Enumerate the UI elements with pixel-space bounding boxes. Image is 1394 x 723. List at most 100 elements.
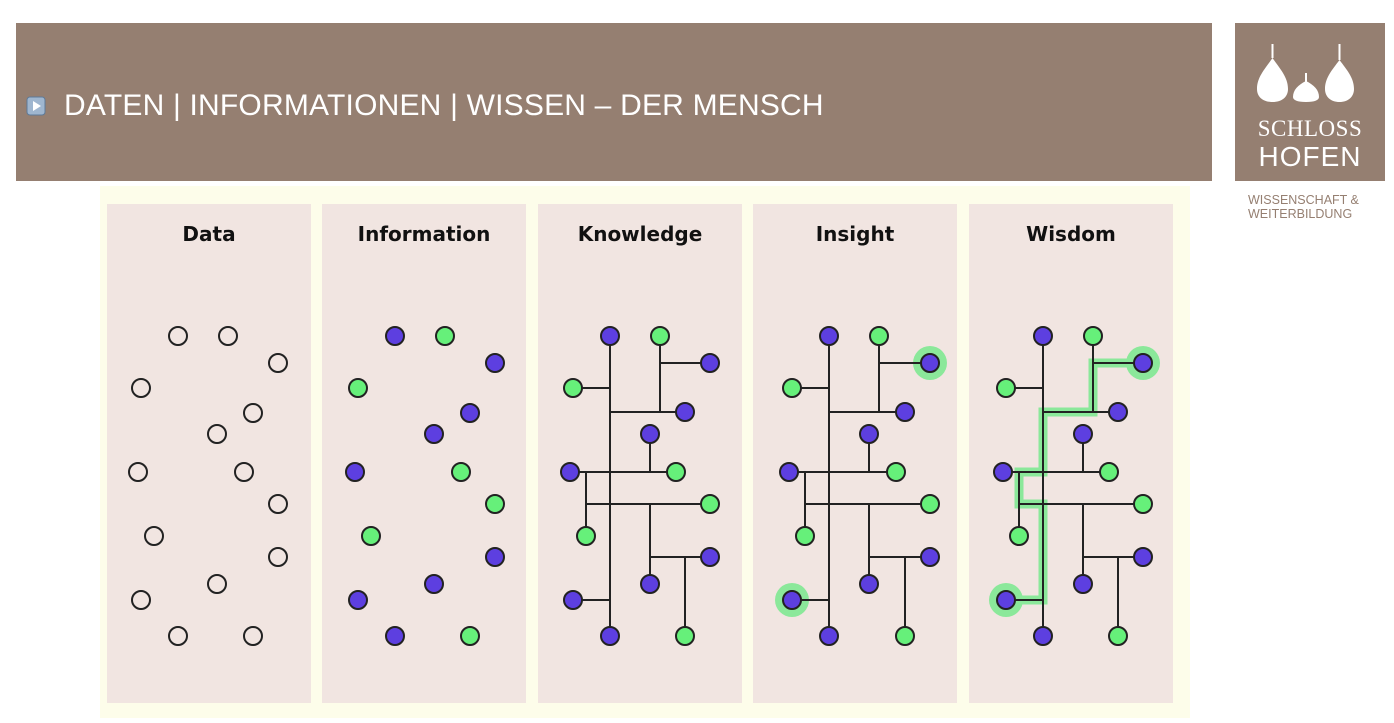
node-green: [795, 526, 815, 546]
panel-wisdom: Wisdom: [969, 204, 1173, 703]
node-green: [886, 462, 906, 482]
node-purple: [779, 462, 799, 482]
node-green: [1099, 462, 1119, 482]
node-purple: [1033, 626, 1053, 646]
node: [218, 326, 238, 346]
node-purple: [859, 424, 879, 444]
node-purple: [920, 547, 940, 567]
panel-title: Knowledge: [577, 222, 703, 246]
node-green: [348, 378, 368, 398]
node-purple: [675, 402, 695, 422]
node-purple: [1033, 326, 1053, 346]
node-purple: [996, 590, 1016, 610]
node-purple: [460, 403, 480, 423]
node-purple: [993, 462, 1013, 482]
node-green: [1133, 494, 1153, 514]
panel-information: Information: [322, 204, 526, 703]
node-green: [435, 326, 455, 346]
information-nodes: [345, 326, 505, 646]
node-green: [361, 526, 381, 546]
node: [268, 494, 288, 514]
node: [128, 462, 148, 482]
node-purple: [1133, 353, 1153, 373]
node-green: [700, 494, 720, 514]
logo-word-schloss: SCHLOSS: [1257, 116, 1363, 141]
node-green: [920, 494, 940, 514]
node: [207, 574, 227, 594]
panel-title: Insight: [815, 222, 895, 246]
panel-title: Information: [357, 222, 491, 246]
node: [144, 526, 164, 546]
node-green: [782, 378, 802, 398]
node-purple: [345, 462, 365, 482]
node-green: [451, 462, 471, 482]
node-purple: [424, 574, 444, 594]
wisdom-path: [1006, 358, 1143, 605]
node: [131, 590, 151, 610]
tagline-line-1: WISSENSCHAFT &: [1248, 193, 1359, 207]
panel-insight: Insight: [753, 204, 957, 703]
node-purple: [348, 590, 368, 610]
title-text: DATEN | INFORMATIONEN | WISSEN – DER MEN…: [64, 89, 824, 122]
node-green: [563, 378, 583, 398]
panel-data: Data: [107, 204, 311, 703]
node-purple: [700, 353, 720, 373]
logo-word-hofen: HOFEN: [1258, 141, 1362, 172]
node-green: [1083, 326, 1103, 346]
node-purple: [819, 626, 839, 646]
node-purple: [1133, 547, 1153, 567]
node-green: [895, 626, 915, 646]
node-purple: [1073, 574, 1093, 594]
node-purple: [385, 326, 405, 346]
node-purple: [640, 424, 660, 444]
panel-knowledge: Knowledge: [538, 204, 742, 703]
node-green: [485, 494, 505, 514]
play-bullet-icon: [26, 96, 46, 116]
node-purple: [600, 326, 620, 346]
node-purple: [895, 402, 915, 422]
node-green: [650, 326, 670, 346]
node: [268, 353, 288, 373]
node-green: [576, 526, 596, 546]
panel-title: Data: [182, 222, 236, 246]
node-purple: [485, 353, 505, 373]
data-nodes: [128, 326, 288, 646]
node-green: [460, 626, 480, 646]
panel-title: Wisdom: [1026, 222, 1116, 246]
node: [268, 547, 288, 567]
node: [234, 462, 254, 482]
logo-tagline: WISSENSCHAFT & WEITERBILDUNG: [1248, 193, 1359, 221]
header-bar: [16, 23, 1212, 181]
node-green: [869, 326, 889, 346]
tagline-line-2: WEITERBILDUNG: [1248, 207, 1353, 221]
node-purple: [1108, 402, 1128, 422]
node: [243, 403, 263, 423]
node-purple: [563, 590, 583, 610]
node-purple: [560, 462, 580, 482]
knowledge-graph: [560, 326, 720, 646]
castle-towers-icon: [1257, 44, 1354, 102]
node-purple: [600, 626, 620, 646]
node: [207, 424, 227, 444]
node-purple: [819, 326, 839, 346]
node-purple: [700, 547, 720, 567]
node-purple: [485, 547, 505, 567]
node: [168, 626, 188, 646]
node-green: [675, 626, 695, 646]
node-purple: [1073, 424, 1093, 444]
node-purple: [640, 574, 660, 594]
node-green: [666, 462, 686, 482]
logo: SCHLOSS HOFEN: [1235, 23, 1385, 181]
insight-graph: [775, 326, 947, 646]
node: [168, 326, 188, 346]
node-purple: [920, 353, 940, 373]
node-green: [996, 378, 1016, 398]
slide-title: DATEN | INFORMATIONEN | WISSEN – DER MEN…: [26, 88, 824, 124]
node-purple: [782, 590, 802, 610]
node-purple: [385, 626, 405, 646]
node-green: [1108, 626, 1128, 646]
node: [243, 626, 263, 646]
node-purple: [859, 574, 879, 594]
node-purple: [424, 424, 444, 444]
node: [131, 378, 151, 398]
